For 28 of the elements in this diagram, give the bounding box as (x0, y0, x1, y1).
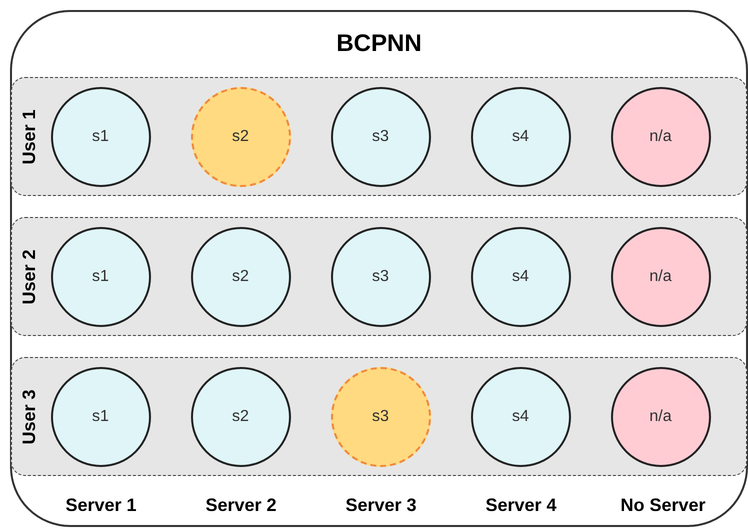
circle-label: s3 (372, 128, 389, 146)
circle-label: s1 (92, 408, 109, 426)
column-label: No Server (619, 495, 707, 516)
circle-label: s4 (512, 408, 529, 426)
circle-label: s1 (92, 128, 109, 146)
row-label: User 2 (19, 248, 40, 304)
row-label: User 1 (19, 108, 40, 164)
circle-label: n/a (649, 128, 672, 146)
circle-label: s2 (232, 408, 249, 426)
rounded-container (10, 10, 748, 527)
column-label: Server 2 (204, 495, 278, 516)
column-label: Server 3 (344, 495, 418, 516)
column-label: Server 4 (484, 495, 558, 516)
column-label: Server 1 (64, 495, 138, 516)
circle-label: s1 (92, 268, 109, 286)
circle-label: s2 (232, 128, 249, 146)
circle-label: s2 (232, 268, 249, 286)
circle-label: s4 (512, 128, 529, 146)
circle-label: s4 (512, 268, 529, 286)
row-label: User 3 (19, 388, 40, 444)
circle-label: s3 (372, 408, 389, 426)
row-panel (11, 217, 747, 336)
circle-label: n/a (649, 408, 672, 426)
row-panel (11, 357, 747, 476)
row-panel (11, 77, 747, 196)
title: BCPNN (335, 30, 423, 58)
circle-label: n/a (649, 268, 672, 286)
circle-label: s3 (372, 268, 389, 286)
